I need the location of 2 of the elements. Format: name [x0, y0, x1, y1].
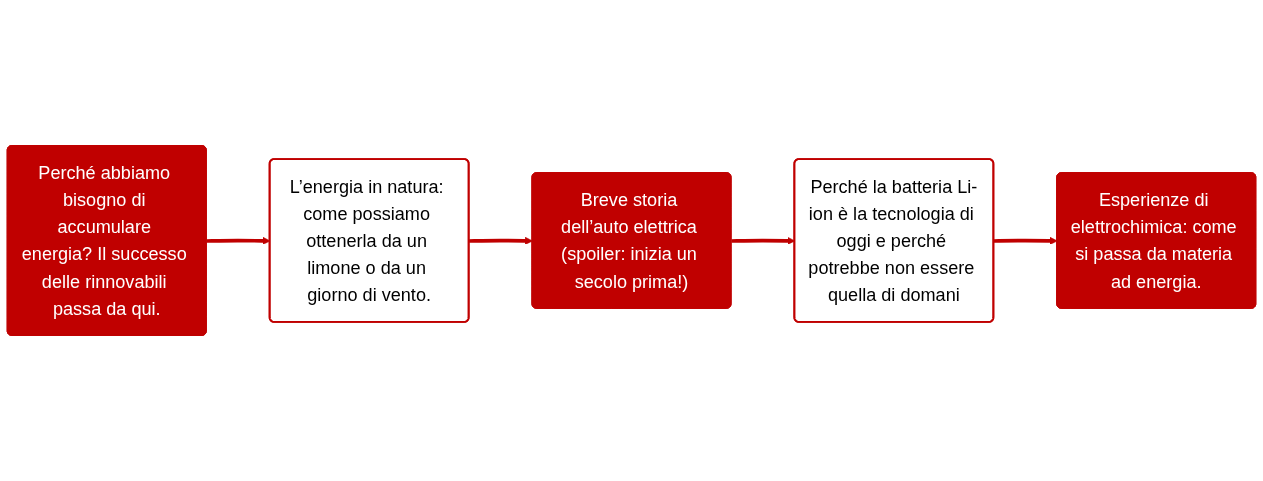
arrow	[993, 236, 1058, 245]
arrow	[469, 236, 533, 245]
